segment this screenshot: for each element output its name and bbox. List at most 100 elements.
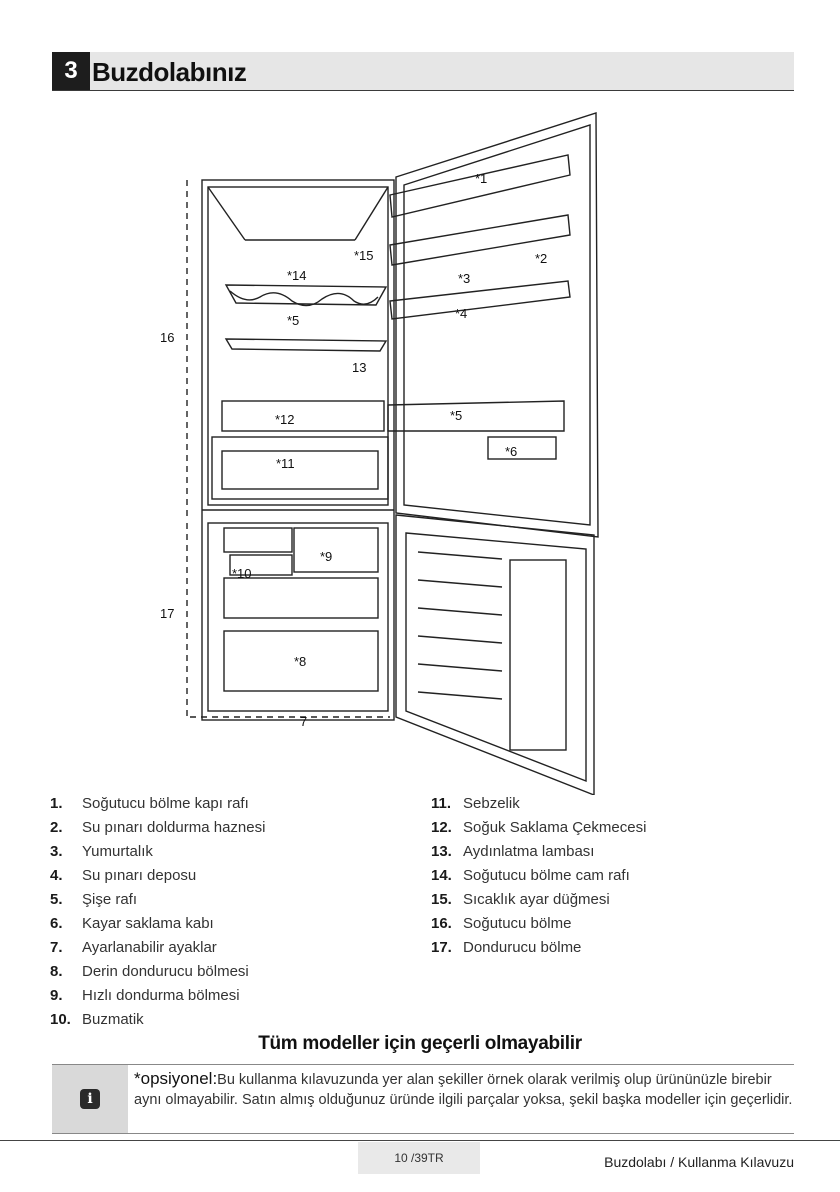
callout-label: *5 — [450, 408, 462, 423]
part-label: Kayar saklama kabı — [82, 915, 214, 932]
part-list-item: 16. Soğutucu bölme — [431, 912, 646, 936]
part-label: Su pınarı deposu — [82, 867, 197, 884]
part-label: Yumurtalık — [82, 843, 153, 860]
part-label: Derin dondurucu bölmesi — [82, 963, 249, 980]
part-list-item: 9. Hızlı dondurma bölmesi — [50, 984, 265, 1008]
callout-label: 16 — [160, 330, 174, 345]
part-label: Sıcaklık ayar düğmesi — [463, 891, 610, 908]
door-shelf-1 — [389, 154, 571, 218]
callout-label: *9 — [320, 549, 332, 564]
part-list-item: 2. Su pınarı doldurma haznesi — [50, 816, 265, 840]
glass-shelf-lower — [224, 338, 388, 352]
info-icon: i — [80, 1089, 100, 1109]
note-box: i *opsiyonel:Bu kullanma kılavuzunda yer… — [52, 1064, 794, 1134]
callout-label: *2 — [535, 251, 547, 266]
part-list-item: 7. Ayarlanabilir ayaklar — [50, 936, 265, 960]
ice-tray — [229, 554, 293, 576]
callout-label: *8 — [294, 654, 306, 669]
section-number: 3 — [52, 52, 90, 90]
callout-label: *10 — [232, 566, 252, 581]
cabinet-outline — [201, 179, 395, 721]
part-list-item: 1. Soğutucu bölme kapı rafı — [50, 792, 265, 816]
part-list-item: 12.Soğuk Saklama Çekmecesi — [431, 816, 646, 840]
callout-label: *14 — [287, 268, 307, 283]
part-list-item: 14. Soğutucu bölme cam rafı — [431, 864, 646, 888]
part-number: 9. — [50, 987, 63, 1004]
callout-label: 13 — [352, 360, 366, 375]
callout-label: 17 — [160, 606, 174, 621]
part-number: 8. — [50, 963, 63, 980]
part-list-item: 3. Yumurtalık — [50, 840, 265, 864]
note-body: Bu kullanma kılavuzunda yer alan şekille… — [134, 1072, 793, 1108]
door-shelf-2 — [389, 214, 571, 266]
chiller-drawer — [221, 400, 385, 432]
part-number: 11. — [431, 795, 452, 812]
freezer-drawer — [223, 630, 379, 692]
callout-label: *15 — [354, 248, 374, 263]
callout-label: 7 — [300, 714, 307, 729]
part-number: 3. — [50, 843, 63, 860]
part-number: 12. — [431, 819, 452, 836]
part-number: 14. — [431, 867, 452, 884]
part-label: Soğutucu bölme — [463, 915, 572, 932]
part-number: 7. — [50, 939, 63, 956]
callout-label: *11 — [276, 456, 295, 471]
callout-label: *6 — [505, 444, 517, 459]
callout-label: *5 — [287, 313, 299, 328]
freezer-compartment — [207, 522, 389, 712]
part-number: 15. — [431, 891, 452, 908]
part-list-item: 4. Su pınarı deposu — [50, 864, 265, 888]
note-heading: Tüm modeller için geçerli olmayabilir — [258, 1033, 582, 1054]
part-number: 2. — [50, 819, 63, 836]
quick-freeze-compartment — [293, 527, 379, 573]
part-list-item: 11.Sebzelik — [431, 792, 646, 816]
glass-shelf-upper — [224, 284, 388, 306]
part-list-item: 5.Şişe rafı — [50, 888, 265, 912]
part-number: 6. — [50, 915, 63, 932]
part-list-item: 6. Kayar saklama kabı — [50, 912, 265, 936]
note-text: *opsiyonel:Bu kullanma kılavuzunda yer a… — [134, 1069, 794, 1110]
part-list-item: 17. Dondurucu bölme — [431, 936, 646, 960]
section-header: 3 Buzdolabınız — [52, 52, 794, 91]
part-label: Su pınarı doldurma haznesi — [82, 819, 266, 836]
callout-label: *3 — [458, 271, 470, 286]
section-title: Buzdolabınız — [92, 57, 247, 87]
part-list-item: 15. Sıcaklık ayar düğmesi — [431, 888, 646, 912]
refrigerator-illustration: *1 *2 *3 *4 *5 *5 *6 7 *8 *9 *10 *11 *12 13 *14 *15 16 17 — [160, 112, 599, 795]
part-label: Soğutucu bölme cam rafı — [463, 867, 630, 884]
note-icon-cell: i — [52, 1065, 128, 1133]
fridge-compartment — [207, 186, 389, 506]
callout-label: *4 — [455, 306, 467, 321]
part-number: 13. — [431, 843, 452, 860]
door-bottle-shelf — [387, 400, 565, 432]
part-list-item: 8. Derin dondurucu bölmesi — [50, 960, 265, 984]
part-label: Buzmatik — [82, 1011, 144, 1028]
part-label: Soğutucu bölme kapı rafı — [82, 795, 249, 812]
part-number: 5. — [50, 891, 63, 908]
refrigerator-diagram: *1 *2 *3 *4 *5 *5 *6 7 *8 *9 *10 *11 *12 13 *14 *15 16 17 — [150, 105, 610, 795]
callout-label: *12 — [275, 412, 295, 427]
document-title: Buzdolabı / Kullanma Kılavuzu — [604, 1154, 794, 1170]
part-label: Dondurucu bölme — [463, 939, 582, 956]
freezer-door — [395, 514, 595, 795]
footer-divider — [0, 1140, 840, 1141]
part-label: Ayarlanabilir ayaklar — [82, 939, 217, 956]
sliding-container — [487, 436, 557, 460]
note-key: *opsiyonel: — [134, 1069, 218, 1088]
part-list-item: 13.Aydınlatma lambası — [431, 840, 646, 864]
door-shelf-3 — [389, 280, 571, 320]
part-number: 1. — [50, 795, 63, 812]
crisper-drawer — [211, 436, 389, 500]
part-number: 16. — [431, 915, 452, 932]
page-number: 10 /39TR — [358, 1142, 480, 1174]
part-number: 17. — [431, 939, 452, 956]
wine-rack — [229, 290, 379, 307]
fridge-door — [395, 112, 599, 538]
part-number: 4. — [50, 867, 63, 884]
part-list-item: 10. Buzmatik — [50, 1008, 265, 1032]
part-number: 10. — [50, 1011, 71, 1028]
parts-list-left: 1. Soğutucu bölme kapı rafı 2. Su pınarı do… — [50, 792, 265, 1032]
callout-label: *1 — [475, 171, 487, 186]
part-label: Hızlı dondurma bölmesi — [82, 987, 240, 1004]
